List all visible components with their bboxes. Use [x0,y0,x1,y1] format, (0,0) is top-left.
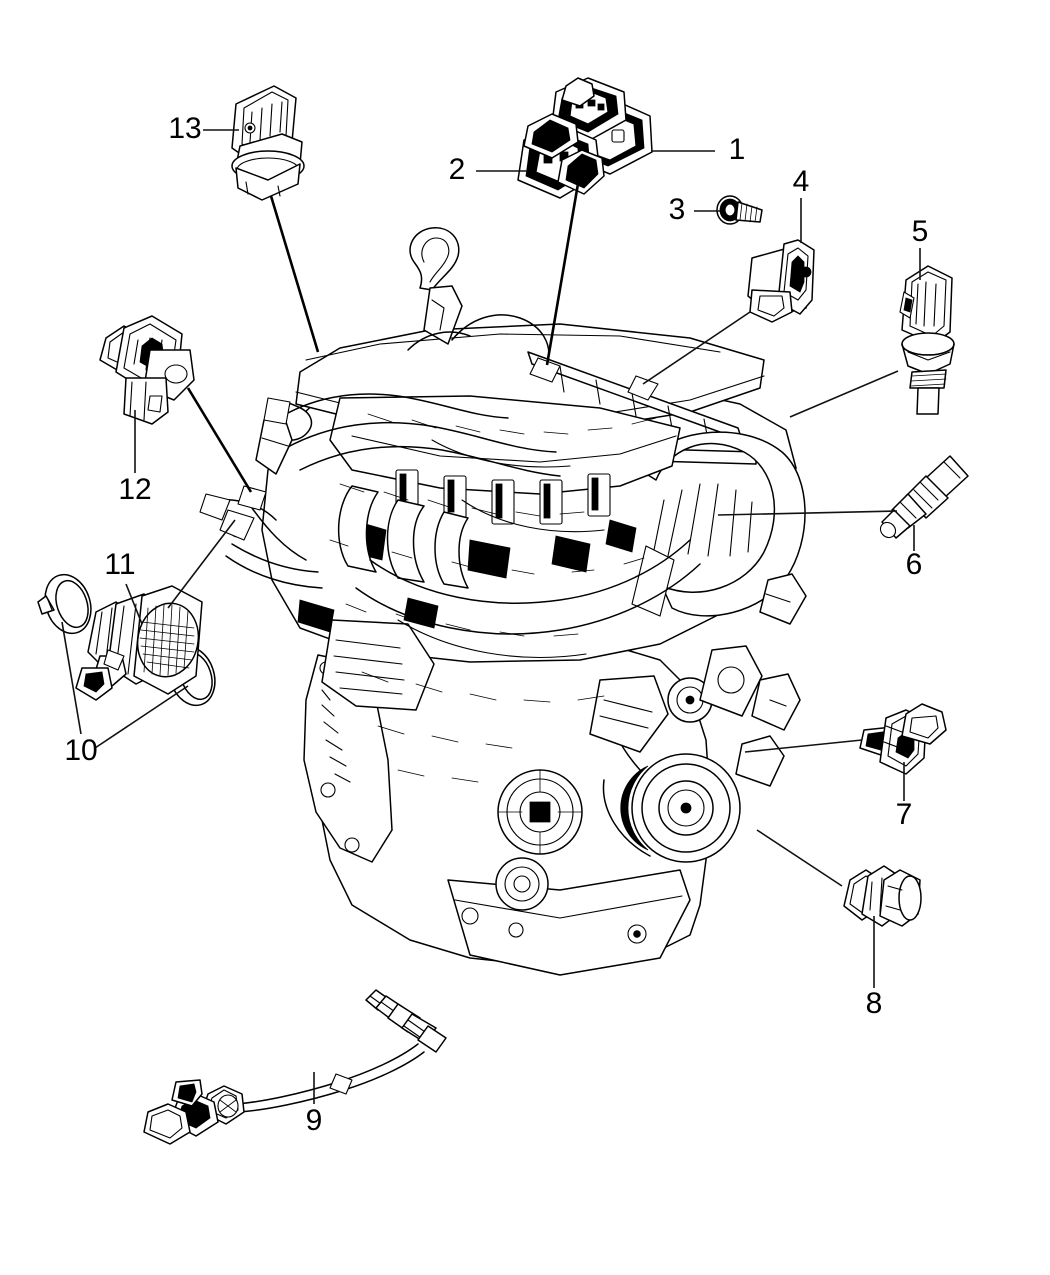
callout-number-3: 3 [669,193,686,226]
leader-11 [125,583,143,625]
oxygen-sensor-illustration [143,989,447,1145]
pointer-8-to-engine [756,829,843,887]
pointer-1-to-engine [545,171,582,366]
callout-number-9: 9 [306,1104,323,1137]
callout-number-5: 5 [912,215,929,248]
oil-switch-illustration [879,455,969,539]
callout-number-2: 2 [449,153,466,186]
maf-sensor-illustration [75,585,203,701]
engine-assembly-illustration [199,227,807,976]
pointer-11-to-engine [167,519,236,609]
callout-number-12: 12 [118,473,151,506]
callout-leaders [125,129,921,1104]
cam-sensor-illustration [859,703,947,775]
bracket-illustration [747,239,815,323]
map-sensor-illustration [231,85,305,201]
bolt-illustration [716,195,763,225]
callout-number-1: 1 [729,133,746,166]
pointer-5-to-engine [789,370,899,418]
callout-number-7: 7 [896,798,913,831]
callout-numbers: 1 2 3 4 5 6 7 8 9 10 11 12 13 [64,112,928,1137]
hose-clamp-upper-illustration [37,573,92,635]
pointer-6-to-engine [717,510,898,516]
callout-number-11: 11 [104,548,135,581]
pointer-7-to-engine [744,739,863,753]
pointer-12-to-engine [186,387,253,493]
callout-number-8: 8 [866,987,883,1020]
callout-number-4: 4 [793,165,810,198]
pointer-lines [61,171,899,887]
callout-number-6: 6 [906,548,923,581]
pointer-10b-to-clamp [94,685,189,749]
crank-sensor-illustration [99,315,195,425]
callout-number-10: 10 [64,734,97,767]
oil-sensor-illustration [843,865,922,927]
coolant-sensor-illustration [899,265,955,415]
callout-number-13: 13 [168,112,201,145]
pointer-4-to-engine [642,311,751,385]
connector-assembly-illustration [517,77,653,199]
pointer-13-to-engine [269,195,320,353]
pointer-10a-to-clamp [61,621,82,735]
